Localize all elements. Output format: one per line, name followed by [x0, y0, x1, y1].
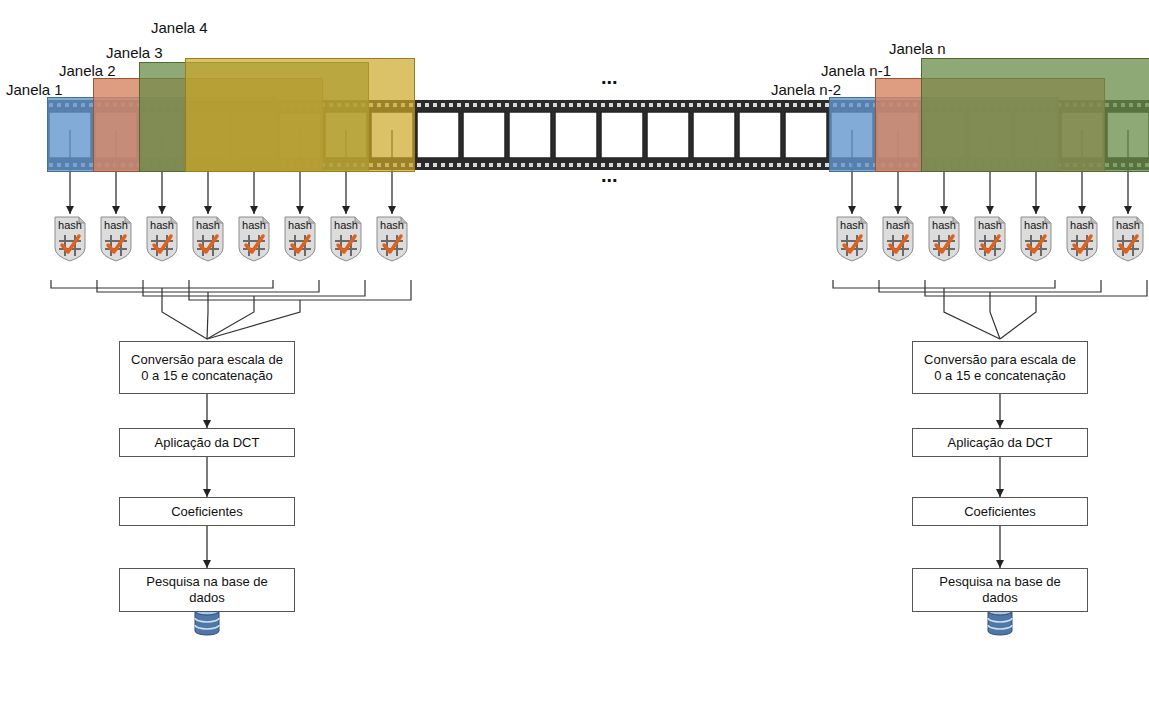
- process-box: Coeficientes: [119, 497, 295, 526]
- process-box: Coeficientes: [912, 497, 1088, 526]
- hash-icon: [285, 217, 315, 261]
- database-icons: [195, 607, 1012, 635]
- hash-label: hash: [242, 219, 266, 231]
- frame-window: Janela 4: [185, 58, 415, 172]
- merge-line: [207, 292, 208, 339]
- merge-line: [207, 300, 300, 339]
- frame-window: Janela n: [921, 58, 1149, 172]
- hash-icon: [1021, 217, 1051, 261]
- window-label: Janela 4: [151, 19, 208, 36]
- hash-icon: [55, 217, 85, 261]
- hash-icon: [239, 217, 269, 261]
- box-label: Aplicação da DCT: [155, 435, 260, 451]
- hash-icon: [101, 217, 131, 261]
- hash-icon: [837, 217, 867, 261]
- box-label: Conversão para escala de 0 a 15 e concat…: [921, 352, 1079, 384]
- process-box: Aplicação da DCT: [912, 428, 1088, 457]
- brackets: [51, 280, 1147, 339]
- window-label: Janela n: [889, 40, 946, 57]
- process-box: Pesquisa na base de dados: [119, 568, 295, 612]
- ellipsis: ...: [601, 164, 618, 186]
- hash-label: hash: [288, 219, 312, 231]
- process-box: Conversão para escala de 0 a 15 e concat…: [119, 341, 295, 394]
- hash-label: hash: [58, 219, 82, 231]
- box-label: Aplicação da DCT: [948, 435, 1053, 451]
- hash-label: hash: [1070, 219, 1094, 231]
- box-label: Pesquisa na base de dados: [921, 574, 1079, 606]
- merge-line: [162, 288, 207, 339]
- flow-arrow: [999, 394, 1000, 428]
- hash-label: hash: [978, 219, 1002, 231]
- flow-arrow: [999, 526, 1000, 568]
- hash-label: hash: [1024, 219, 1048, 231]
- process-box: Conversão para escala de 0 a 15 e concat…: [912, 341, 1088, 394]
- hash-icon: [1113, 217, 1143, 261]
- hash-icon: [883, 217, 913, 261]
- merge-line: [1000, 296, 1036, 339]
- window-label: Janela 1: [6, 81, 63, 98]
- hash-icon: [147, 217, 177, 261]
- group-bracket: [97, 280, 319, 292]
- hash-label: hash: [196, 219, 220, 231]
- group-bracket: [925, 280, 1147, 296]
- hash-icon: [1067, 217, 1097, 261]
- window-label: Janela n-2: [771, 81, 841, 98]
- merge-line: [944, 288, 1000, 339]
- flow-arrow: [206, 526, 207, 568]
- hash-label: hash: [886, 219, 910, 231]
- process-box: Pesquisa na base de dados: [912, 568, 1088, 612]
- hash-icon: [975, 217, 1005, 261]
- merge-line: [990, 292, 1000, 339]
- group-bracket: [189, 280, 411, 300]
- flow-arrow: [206, 394, 207, 428]
- hash-icon: [193, 217, 223, 261]
- hash-label: hash: [104, 219, 128, 231]
- hash-label: hash: [1116, 219, 1140, 231]
- hash-icon: [377, 217, 407, 261]
- hash-label: hash: [840, 219, 864, 231]
- window-label: Janela 3: [106, 44, 163, 61]
- box-label: Coeficientes: [171, 504, 243, 520]
- ellipsis: ...: [601, 66, 618, 88]
- flow-arrow: [206, 457, 207, 497]
- group-bracket: [833, 280, 1055, 288]
- flow-arrow: [999, 457, 1000, 497]
- group-bracket: [51, 280, 273, 288]
- hash-label: hash: [380, 219, 404, 231]
- process-box: Aplicação da DCT: [119, 428, 295, 457]
- hash-label: hash: [932, 219, 956, 231]
- hash-icons: [55, 217, 1143, 261]
- hash-icon: [929, 217, 959, 261]
- group-bracket: [143, 280, 365, 296]
- hash-label: hash: [334, 219, 358, 231]
- box-label: Pesquisa na base de dados: [128, 574, 286, 606]
- window-label: Janela n-1: [821, 62, 891, 79]
- window-label: Janela 2: [59, 62, 116, 79]
- hash-icon: [331, 217, 361, 261]
- group-bracket: [879, 280, 1101, 292]
- box-label: Coeficientes: [964, 504, 1036, 520]
- box-label: Conversão para escala de 0 a 15 e concat…: [128, 352, 286, 384]
- hash-label: hash: [150, 219, 174, 231]
